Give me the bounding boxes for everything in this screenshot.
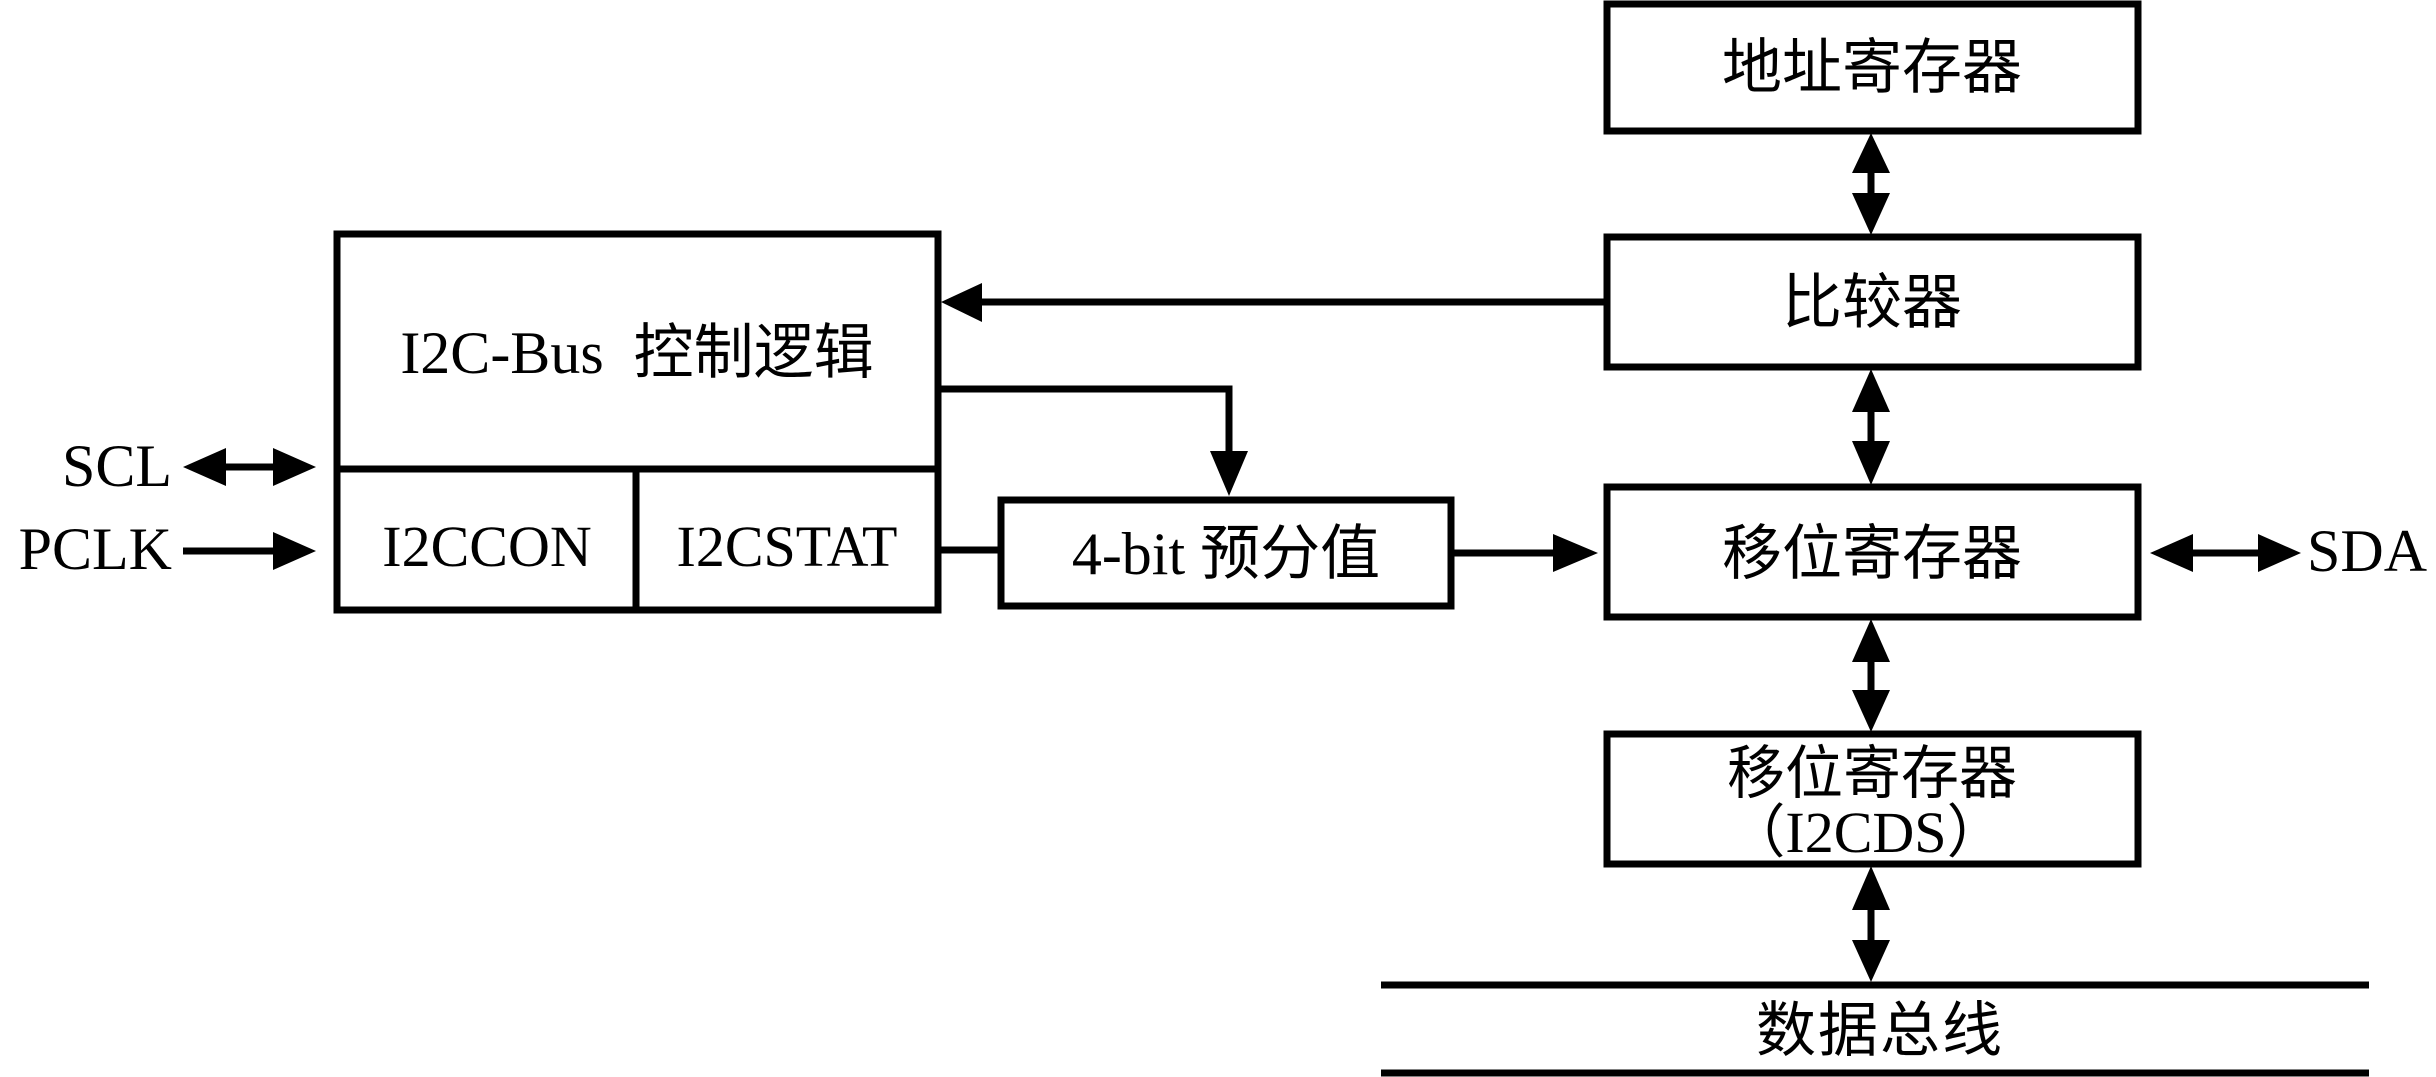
comparator-label: 比较器 xyxy=(1782,270,1962,336)
control-logic-block: I2C-Bus 控制逻辑 I2CCON I2CSTAT xyxy=(333,230,942,614)
comparator-block: 比较器 xyxy=(1603,233,2142,371)
data-shift-register-box xyxy=(1603,730,2142,868)
address-comparator-head-down xyxy=(1852,193,1890,235)
comparator-shift-head-down xyxy=(1852,441,1890,485)
pclk-arrow-head xyxy=(273,532,316,570)
sda-label: SDA xyxy=(2307,518,2427,584)
control-to-prescaler-line xyxy=(938,385,1233,455)
comparator-shift-head-up xyxy=(1852,369,1890,412)
prescaler-to-shift-arrow xyxy=(1451,534,1598,572)
sda-arrow-head-right xyxy=(2258,534,2301,572)
shift-register-label: 移位寄存器 xyxy=(1722,521,2022,587)
shift-data-arrow xyxy=(1852,619,1890,732)
control-to-prescaler-arrow xyxy=(938,385,1248,496)
shift-data-head-up xyxy=(1852,619,1890,662)
comparator-feedback-arrow-head xyxy=(941,283,982,322)
scl-arrow-head-right xyxy=(273,448,316,486)
prescaler-label: 4-bit 预分值 xyxy=(1072,521,1380,587)
data-bus-arrow xyxy=(1852,866,1890,982)
address-register-box xyxy=(1603,0,2142,135)
shift-register-block: 移位寄存器 xyxy=(1603,483,2142,621)
control-to-prescaler-arrow-head xyxy=(1210,451,1248,496)
i2cstat-register-label: I2CSTAT xyxy=(677,514,898,579)
comparator-to-control-arrow xyxy=(941,283,1607,322)
scl-arrow-head-left xyxy=(183,448,226,486)
data-bus-head-up xyxy=(1852,866,1890,910)
data-bus-label: 数据总线 xyxy=(1756,998,2004,1064)
pclk-signal: PCLK xyxy=(19,516,316,582)
sda-signal: SDA xyxy=(2150,518,2427,584)
address-comparator-head-up xyxy=(1852,133,1890,173)
shift-register-box xyxy=(1603,483,2142,621)
scl-signal: SCL xyxy=(62,433,316,499)
pclk-label: PCLK xyxy=(19,516,172,582)
address-comparator-arrow xyxy=(1852,133,1890,235)
prescaler-block: 4-bit 预分值 xyxy=(997,496,1455,610)
address-register-label: 地址寄存器 xyxy=(1722,35,2022,101)
data-shift-register-label-line2: （I2CDS） xyxy=(1727,800,2004,865)
control-logic-label: I2C-Bus 控制逻辑 xyxy=(400,320,873,386)
data-shift-register-label-line1: 移位寄存器 xyxy=(1727,741,2017,806)
i2ccon-register-label: I2CCON xyxy=(382,514,591,579)
address-register-block: 地址寄存器 xyxy=(1603,0,2142,135)
shift-data-head-down xyxy=(1852,690,1890,732)
comparator-box xyxy=(1603,233,2142,371)
scl-label: SCL xyxy=(62,433,172,499)
sda-arrow-head-left xyxy=(2150,534,2193,572)
data-shift-register-block: 移位寄存器 （I2CDS） xyxy=(1603,730,2142,868)
prescaler-to-shift-arrow-head xyxy=(1553,534,1598,572)
data-bus: 数据总线 xyxy=(1381,981,2369,1077)
comparator-shift-arrow xyxy=(1852,369,1890,485)
data-bus-head-down xyxy=(1852,940,1890,982)
